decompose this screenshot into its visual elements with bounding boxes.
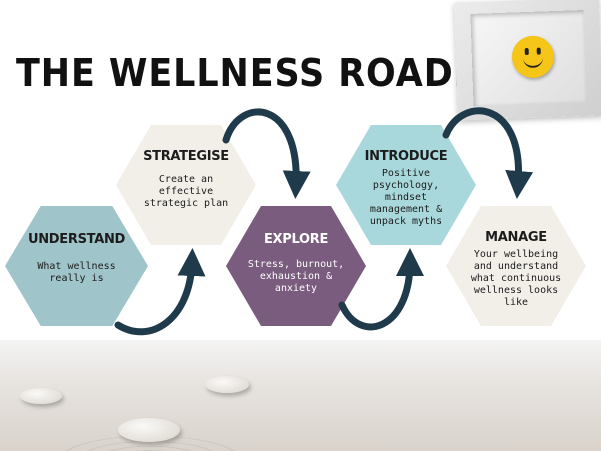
step-understand: UNDERSTAND What wellness really is xyxy=(5,206,148,326)
step-introduce-description: Positive psychology, mindset management … xyxy=(369,168,443,227)
zen-stone-right xyxy=(205,376,249,393)
arrow-explore-to-introduce xyxy=(338,248,424,331)
step-strategise-title: STRATEGISE xyxy=(143,149,229,164)
step-explore-title: EXPLORE xyxy=(263,232,329,247)
step-understand-description: What wellness really is xyxy=(37,261,116,284)
step-explore-description: Stress, burnout, exhaustion & anxiety xyxy=(247,259,345,294)
arrow-strategise-to-explore xyxy=(222,108,311,199)
step-introduce-title: INTRODUCE xyxy=(364,149,448,164)
zen-stone-center xyxy=(118,418,180,442)
step-manage-description: Your wellbeing and understand what conti… xyxy=(470,249,562,308)
zen-stone-left xyxy=(20,388,62,404)
arrow-understand-to-strategise xyxy=(114,248,206,336)
step-manage-title: MANAGE xyxy=(485,230,547,245)
step-understand-title: UNDERSTAND xyxy=(27,232,126,247)
arrow-introduce-to-manage xyxy=(442,107,534,199)
step-strategise-description: Create an effective strategic plan xyxy=(143,174,229,209)
zen-sand-background xyxy=(0,340,601,451)
step-introduce: INTRODUCE Positive psychology, mindset m… xyxy=(336,125,476,245)
